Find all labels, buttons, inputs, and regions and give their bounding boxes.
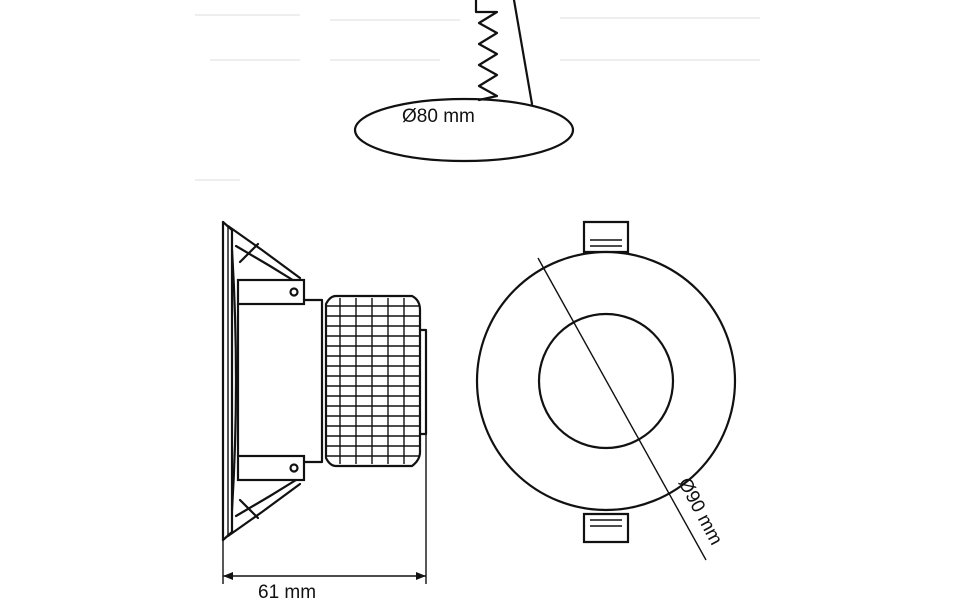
cutout-illustration: Ø80 mm [353, 0, 575, 163]
depth-dimension-line [222, 434, 427, 584]
cutout-diameter-label: Ø80 mm [402, 106, 475, 127]
lower-bracket [236, 454, 306, 482]
background-ghost [195, 14, 760, 181]
top-clip [582, 220, 630, 254]
inner-lens [537, 312, 675, 450]
upper-spring-arm [226, 224, 302, 280]
lower-spring-arm [226, 482, 302, 538]
upper-bracket [236, 278, 306, 306]
depth-label: 61 mm [258, 582, 316, 600]
outer-diameter-label: Ø90 mm [674, 474, 727, 548]
housing-body [236, 298, 324, 464]
spring-clip [474, 0, 499, 102]
bottom-clip [582, 512, 630, 544]
rear-cap [418, 328, 428, 436]
front-view: Ø90 mm [475, 220, 737, 561]
outer-diameter-line [537, 257, 707, 561]
heat-sink-fins [326, 298, 420, 464]
heat-sink [324, 294, 422, 468]
cutout-hole [353, 97, 575, 163]
side-view: 61 mm [221, 220, 428, 600]
